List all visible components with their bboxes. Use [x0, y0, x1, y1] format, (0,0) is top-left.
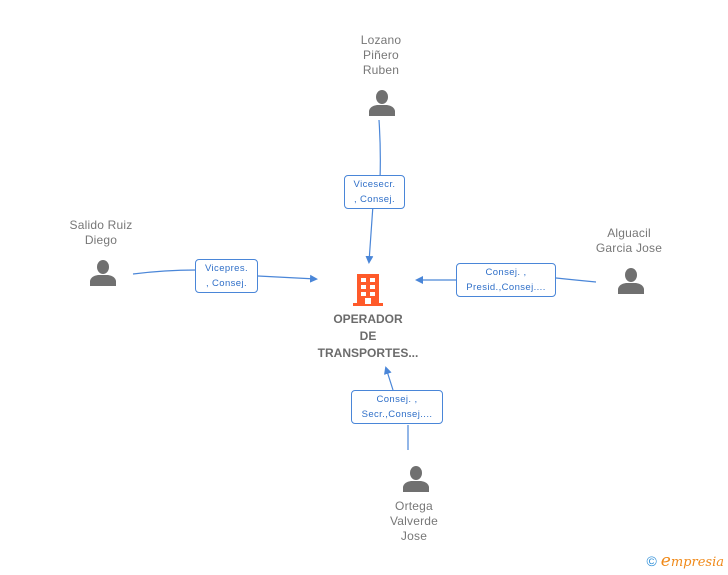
person-icon[interactable] — [89, 258, 117, 286]
copyright-icon: © — [646, 553, 657, 569]
role-line: , Consej. — [205, 278, 248, 289]
empresia-logo[interactable]: empresia — [661, 551, 724, 571]
role-line: Consej. , — [485, 267, 527, 278]
name-line: Lozano — [360, 33, 402, 47]
name-line: Jose — [400, 529, 428, 543]
company-name-line: TRANSPORTES... — [317, 346, 419, 360]
role-line: Consej. , — [376, 394, 418, 405]
edge-alguacil — [417, 278, 597, 282]
company-name-line: DE — [359, 329, 377, 343]
name-line: Valverde — [389, 514, 439, 528]
person-icon[interactable] — [402, 464, 430, 492]
company-name[interactable]: OPERADOR DE TRANSPORTES... — [298, 311, 438, 362]
name-line: Piñero — [363, 48, 399, 62]
name-line: Ruben — [362, 63, 400, 77]
role-box-ortega[interactable]: Consej. , Secr.,Consej.... — [351, 390, 443, 424]
role-line: Vicesecr. — [353, 179, 396, 190]
edge-ortega — [386, 368, 409, 450]
person-name-alguacil[interactable]: Alguacil Garcia Jose — [574, 226, 684, 256]
role-box-alguacil[interactable]: Consej. , Presid.,Consej.... — [456, 263, 556, 297]
logo-text: mpresia — [670, 555, 724, 570]
company-name-line: OPERADOR — [333, 312, 403, 326]
role-line: Vicepres. — [204, 263, 249, 274]
role-line: Secr.,Consej.... — [361, 409, 433, 420]
person-name-ortega[interactable]: Ortega Valverde Jose — [359, 499, 469, 544]
edge-lozano — [369, 119, 381, 262]
building-icon — [353, 274, 383, 306]
role-line: Presid.,Consej.... — [466, 282, 546, 293]
name-line: Salido Ruiz — [69, 218, 133, 232]
name-line: Garcia Jose — [595, 241, 663, 255]
role-line: , Consej. — [353, 194, 396, 205]
name-line: Alguacil — [607, 226, 651, 240]
edge-salido — [132, 269, 316, 279]
name-line: Diego — [84, 233, 118, 247]
person-icon[interactable] — [368, 88, 396, 116]
footer-brand: © empresia — [646, 551, 724, 571]
logo-initial: e — [660, 551, 671, 571]
person-name-lozano[interactable]: Lozano Piñero Ruben — [326, 33, 436, 78]
role-box-salido[interactable]: Vicepres. , Consej. — [195, 259, 258, 293]
role-box-lozano[interactable]: Vicesecr. , Consej. — [344, 175, 405, 209]
name-line: Ortega — [395, 499, 433, 513]
person-icon[interactable] — [617, 266, 645, 294]
person-name-salido[interactable]: Salido Ruiz Diego — [46, 218, 156, 248]
